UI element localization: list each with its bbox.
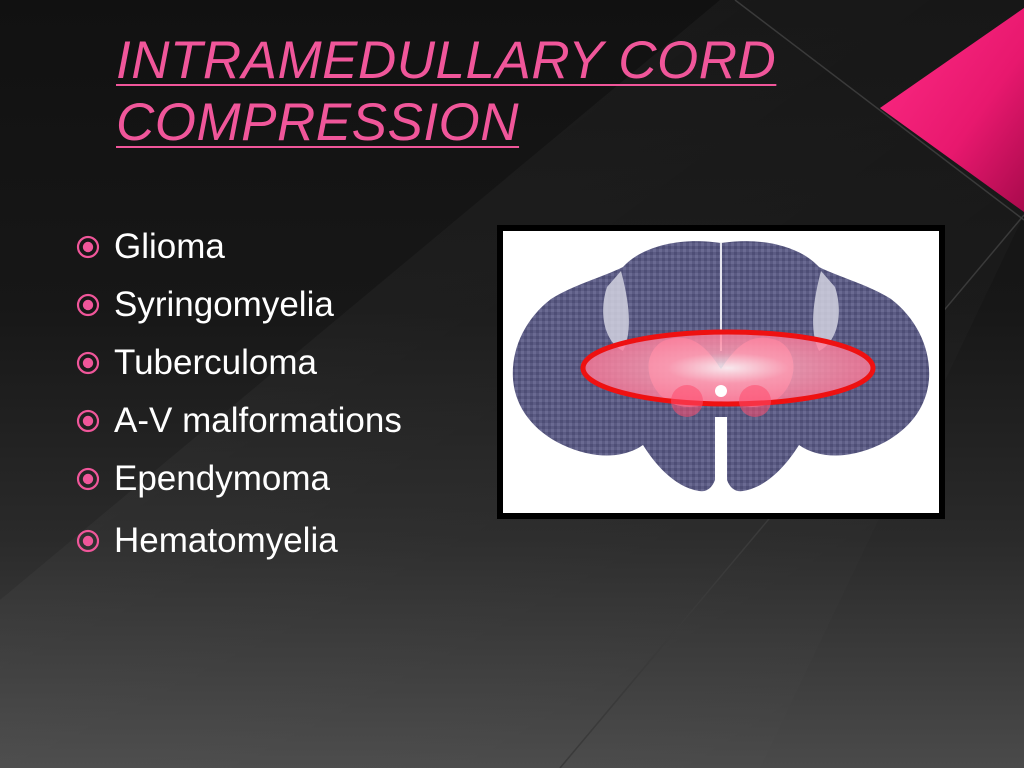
spinal-cord-figure [497, 225, 945, 519]
bullet-text: Ependymoma [114, 459, 330, 498]
bullet-item: Syringomyelia [74, 276, 402, 334]
circle-dot-icon [76, 467, 100, 491]
central-canal [715, 385, 727, 397]
circle-dot-icon [76, 351, 100, 375]
title-line-1: INTRAMEDULLARY CORD [116, 31, 777, 90]
anterior-median-fissure [715, 417, 727, 493]
bullet-text: Tuberculoma [114, 343, 317, 382]
circle-dot-icon [76, 235, 100, 259]
title-line-2: COMPRESSION [116, 93, 520, 152]
bullet-text: Hematomyelia [114, 521, 338, 560]
bullet-item: Hematomyelia [74, 512, 402, 570]
white-matter-right [813, 271, 839, 351]
lesion-left [671, 385, 703, 417]
bullet-item: A-V malformations [74, 392, 402, 450]
bullet-text: Glioma [114, 227, 225, 266]
circle-dot-icon [76, 529, 100, 553]
pink-accent-triangle [880, 8, 1024, 212]
bullet-item: Tuberculoma [74, 334, 402, 392]
bullet-item: Ependymoma [74, 450, 402, 508]
red-ellipse-highlight [580, 329, 876, 407]
circle-dot-icon [76, 293, 100, 317]
spinal-cord-cross-section-image [503, 231, 939, 513]
white-matter-left [603, 271, 629, 351]
diagonal-line [734, 0, 1024, 221]
slide-title: INTRAMEDULLARY CORD COMPRESSION [116, 30, 876, 154]
bullet-list: Glioma Syringomyelia Tuberculoma A-V mal… [74, 218, 402, 570]
circle-dot-icon [76, 409, 100, 433]
lesion-right [739, 385, 771, 417]
bullet-item: Glioma [74, 218, 402, 276]
bullet-text: Syringomyelia [114, 285, 334, 324]
bullet-text: A-V malformations [114, 401, 402, 440]
